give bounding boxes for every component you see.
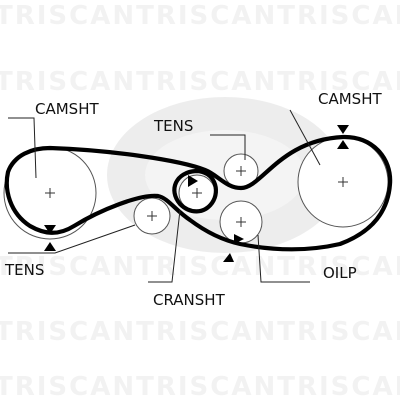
watermark-text-row: TRISCANTRISCANTRISCANTRISCANTRISCAN	[0, 252, 400, 282]
center-mark	[192, 188, 202, 198]
label-tens-top: TENS	[153, 117, 193, 135]
center-mark	[236, 166, 246, 176]
leader-oilp	[257, 234, 310, 283]
label-tens-bottom: TENS	[4, 261, 44, 279]
leader-cranksht	[148, 209, 181, 283]
timing-mark-camshaft-right-bottom	[337, 140, 349, 149]
leader-lines	[8, 109, 321, 283]
leader-tens-bottom	[8, 224, 136, 254]
center-mark	[338, 177, 348, 187]
timing-mark-camshaft-left-top	[44, 225, 56, 234]
timing-marks	[44, 125, 349, 262]
timing-belt	[4, 134, 393, 252]
label-camsht-right: CAMSHT	[318, 90, 382, 108]
watermark-text-row: TRISCANTRISCANTRISCANTRISCANTRISCAN	[0, 372, 400, 400]
timing-mark-crank	[223, 253, 234, 262]
leader-camsht-left	[8, 117, 37, 179]
timing-mark-camshaft-right-top	[337, 125, 349, 134]
labels: CAMSHT CAMSHT TENS TENS CRANSHT OILP	[4, 90, 382, 309]
leader-camsht-right	[289, 109, 321, 166]
timing-mark-oil-pump	[234, 234, 244, 244]
leader-tens-top	[210, 134, 246, 160]
idler-wrap-belt	[172, 168, 218, 214]
label-cranksht: CRANSHT	[153, 291, 226, 309]
label-camsht-left: CAMSHT	[35, 100, 99, 118]
watermark-text-row: TRISCANTRISCANTRISCANTRISCANTRISCAN	[0, 67, 400, 97]
timing-mark-camshaft-left-bottom	[44, 242, 56, 251]
center-mark	[147, 211, 157, 221]
center-mark	[45, 188, 55, 198]
label-oilp: OILP	[323, 264, 357, 282]
timing-mark-idler	[188, 175, 198, 187]
watermark-text-row: TRISCANTRISCANTRISCANTRISCANTRISCAN	[0, 1, 400, 31]
center-mark	[236, 217, 246, 227]
pulley-center-marks	[45, 166, 348, 227]
watermark-text-row: TRISCANTRISCANTRISCANTRISCANTRISCAN	[0, 317, 400, 347]
